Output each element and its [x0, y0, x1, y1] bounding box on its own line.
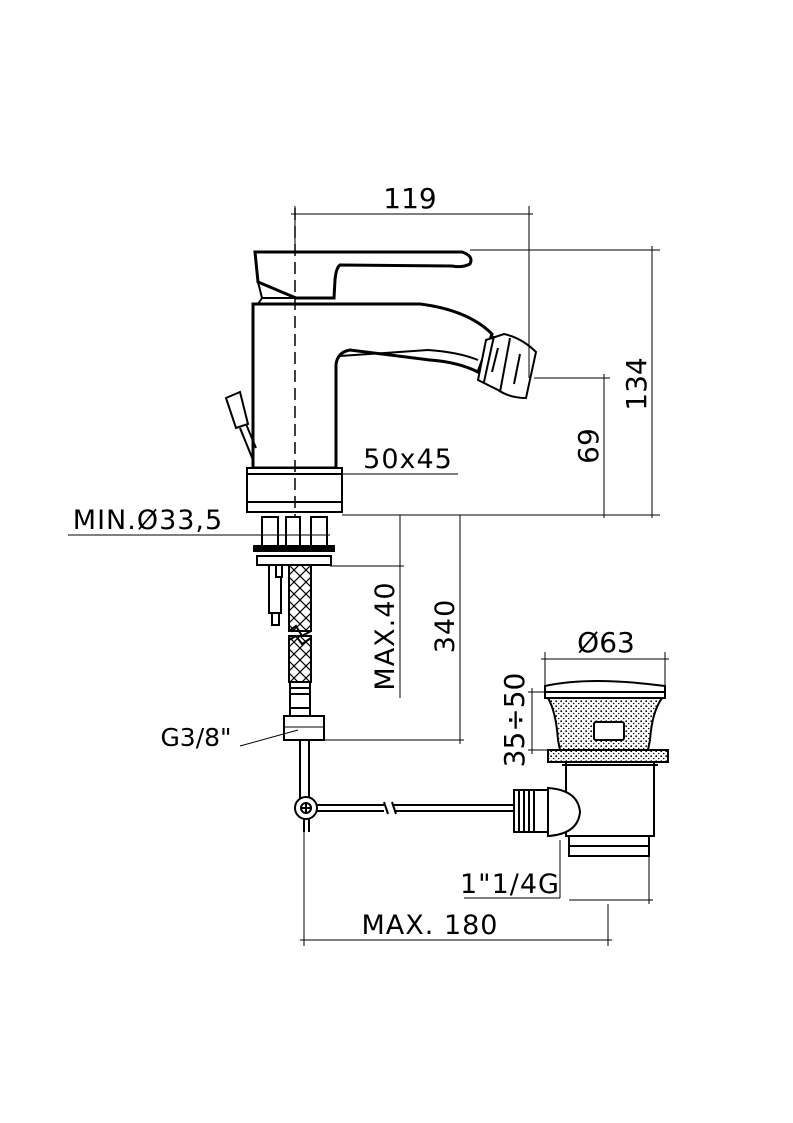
dim-waste-thread: 1"1/4G	[460, 840, 561, 900]
fixing-assembly	[253, 516, 335, 798]
dim-thickness-max: MAX.40	[330, 515, 404, 698]
dim-thread-inlet: G3/8"	[160, 723, 299, 752]
lever-handle	[253, 250, 473, 300]
popup-rod-knob	[224, 390, 257, 461]
dim-waste-tail	[569, 856, 653, 904]
dim-hole-min-label: MIN.Ø33,5	[73, 505, 223, 536]
dim-thread-inlet-label: G3/8"	[160, 723, 231, 752]
dim-waste-range: 35÷50	[498, 673, 548, 768]
dim-base-size-label: 50x45	[363, 444, 453, 475]
pop-up-waste	[513, 680, 669, 857]
flexible-hose	[288, 564, 312, 632]
dim-base-size: 50x45	[342, 444, 458, 475]
dim-rod-max-label: MAX. 180	[362, 910, 499, 941]
dim-hole-min: MIN.Ø33,5	[68, 505, 330, 536]
dim-spout-height-label: 69	[572, 428, 605, 464]
dim-waste-diameter-label: Ø63	[577, 626, 635, 659]
dim-spout-height: 69	[534, 374, 610, 518]
dim-width-top: 119	[291, 182, 533, 378]
dim-hose-length: 340	[324, 515, 464, 744]
aerator-nozzle	[476, 332, 538, 400]
dim-height-total-label: 134	[620, 357, 653, 410]
dim-hose-length-label: 340	[430, 599, 461, 654]
dim-rod-max: MAX. 180	[300, 832, 612, 946]
faucet-main-body	[251, 302, 494, 470]
dim-height-total: 134	[342, 246, 660, 518]
popup-rod-linkage	[294, 796, 514, 832]
dim-waste-range-label: 35÷50	[498, 673, 531, 768]
dim-waste-diameter: Ø63	[541, 626, 669, 686]
dim-thickness-max-label: MAX.40	[370, 581, 401, 690]
dim-waste-thread-label: 1"1/4G	[460, 869, 560, 900]
dim-width-top-label: 119	[383, 182, 436, 215]
